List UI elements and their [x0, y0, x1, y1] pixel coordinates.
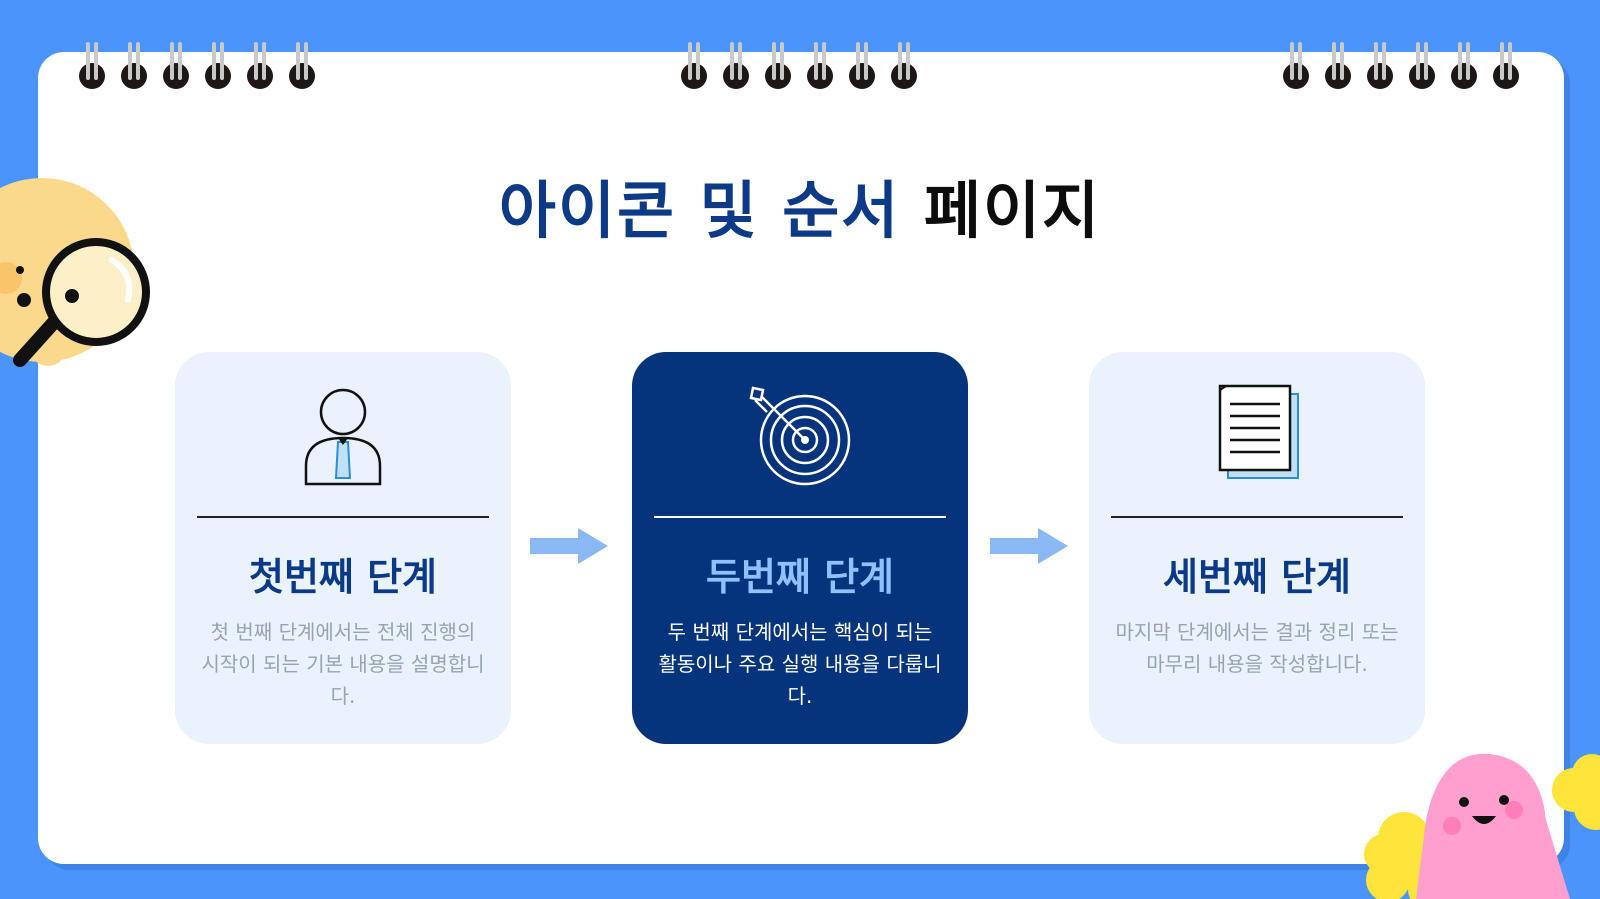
pink-blob-character-icon: [1364, 753, 1600, 899]
magnifier-character-icon: [0, 178, 150, 367]
step-card-3: 세번째 단계 마지막 단계에서는 결과 정리 또는 마무리 내용을 작성합니다.: [1089, 352, 1425, 744]
step-description: 첫 번째 단계에서는 전체 진행의 시작이 되는 기본 내용을 설명합니다.: [201, 620, 485, 708]
step-heading: 두번째 단계: [705, 555, 895, 599]
step-description: 두 번째 단계에서는 핵심이 되는 활동이나 주요 실행 내용을 다룹니다.: [658, 620, 942, 708]
title-part-1: 아이콘 및 순서: [498, 174, 901, 247]
step-card-2: 두번째 단계 두 번째 단계에서는 핵심이 되는 활동이나 주요 실행 내용을 …: [632, 352, 968, 744]
divider: [1111, 516, 1403, 518]
spiral-binding-right: [1278, 38, 1528, 98]
title-part-2: 페이지: [923, 174, 1102, 247]
step-heading: 세번째 단계: [1162, 555, 1352, 599]
target-icon: [632, 382, 968, 492]
step-description: 마지막 단계에서는 결과 정리 또는 마무리 내용을 작성합니다.: [1115, 620, 1399, 676]
page-title: 아이콘 및 순서 페이지: [0, 160, 1600, 250]
arrow-right-icon: [530, 528, 608, 564]
arrow-right-icon: [990, 528, 1068, 564]
divider: [197, 516, 489, 518]
divider: [654, 516, 946, 518]
step-heading: 첫번째 단계: [248, 555, 438, 599]
person-icon: [175, 382, 511, 492]
spiral-binding-left: [74, 38, 324, 98]
document-icon: [1089, 382, 1425, 492]
step-card-1: 첫번째 단계 첫 번째 단계에서는 전체 진행의 시작이 되는 기본 내용을 설…: [175, 352, 511, 744]
spiral-binding-center: [676, 38, 926, 98]
